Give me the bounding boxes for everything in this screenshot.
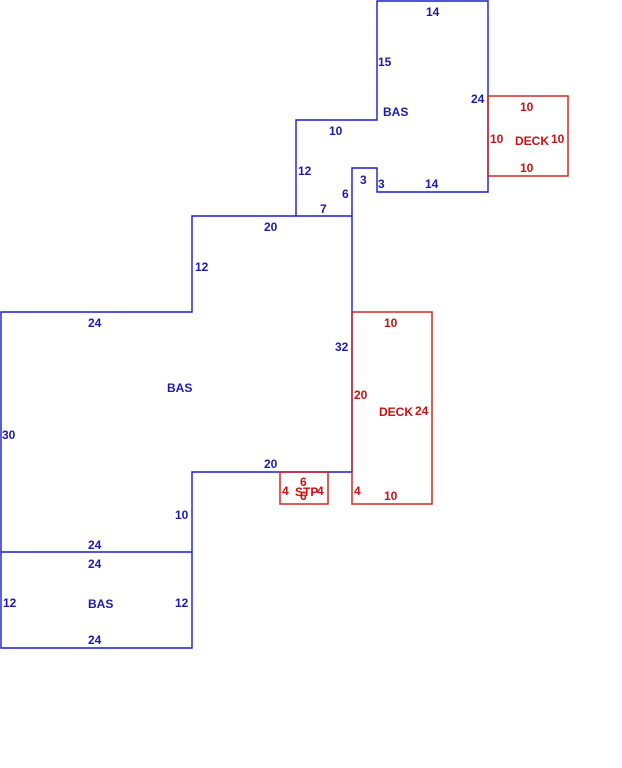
bas-upper-dim-bottom-left: 7 xyxy=(320,202,327,216)
stp-dim-left: 4 xyxy=(282,484,289,498)
bas-main-dim-lower-right: 10 xyxy=(175,508,189,522)
bas-upper-dim-step-top: 10 xyxy=(329,124,343,138)
deck-upper-dim-left: 10 xyxy=(490,132,504,146)
deck-lower-dim-right: 24 xyxy=(415,404,429,418)
bas-lower-dim-bottom: 24 xyxy=(88,633,102,647)
bas-upper-dim-bottom: 14 xyxy=(425,177,439,191)
bas-upper-dim-left: 15 xyxy=(378,55,392,69)
bas-lower-dim-left: 12 xyxy=(3,596,17,610)
deck-lower-dim-top: 10 xyxy=(384,316,398,330)
stp-dim-top: 6 xyxy=(300,475,307,489)
deck-lower-dim-left: 20 xyxy=(354,388,368,402)
deck-lower-dim-left-small: 4 xyxy=(354,484,361,498)
bas-main-dim-mid-top: 24 xyxy=(88,316,102,330)
bas-main-dim-top: 20 xyxy=(264,220,278,234)
bas-upper-label: BAS xyxy=(383,105,408,119)
deck-lower-dim-bottom: 10 xyxy=(384,489,398,503)
bas-perimeter xyxy=(0,0,489,649)
deck-upper-outline xyxy=(487,95,569,177)
deck-upper-label: DECK xyxy=(515,134,549,148)
bas-outline xyxy=(0,0,489,649)
bas-main-dim-right: 32 xyxy=(335,340,349,354)
bas-lower-dim-top-outer: 24 xyxy=(88,538,102,552)
deck-upper-dim-top: 10 xyxy=(520,100,534,114)
bas-main-dim-upper-left: 12 xyxy=(195,260,209,274)
bas-lower-dim-right: 12 xyxy=(175,596,189,610)
bas-upper-dim-notch-side: 6 xyxy=(342,187,349,201)
stp-dim-bottom: 6 xyxy=(300,489,307,503)
stp-dim-right: 4 xyxy=(317,484,324,498)
bas-main-dim-bottom: 20 xyxy=(264,457,278,471)
bas-lower-label: BAS xyxy=(88,597,113,611)
deck-upper-dim-right: 10 xyxy=(551,132,565,146)
deck-lower-outline xyxy=(351,311,433,505)
bas-upper-dim-notch-top: 3 xyxy=(360,173,367,187)
bas-upper-dim-top: 14 xyxy=(426,5,440,19)
deck-upper-dim-bottom: 10 xyxy=(520,161,534,175)
bas-main-label: BAS xyxy=(167,381,192,395)
bas-lower-dim-top-inner: 24 xyxy=(88,557,102,571)
bas-upper-dim-right: 24 xyxy=(471,92,485,106)
bas-main-dim-left: 30 xyxy=(2,428,16,442)
stp-outline xyxy=(279,471,329,505)
bas-upper-dim-notch-drop: 3 xyxy=(378,177,385,191)
bas-upper-dim-step-left: 12 xyxy=(298,164,312,178)
deck-lower-label: DECK xyxy=(379,405,413,419)
stp-label: STP xyxy=(295,485,318,499)
